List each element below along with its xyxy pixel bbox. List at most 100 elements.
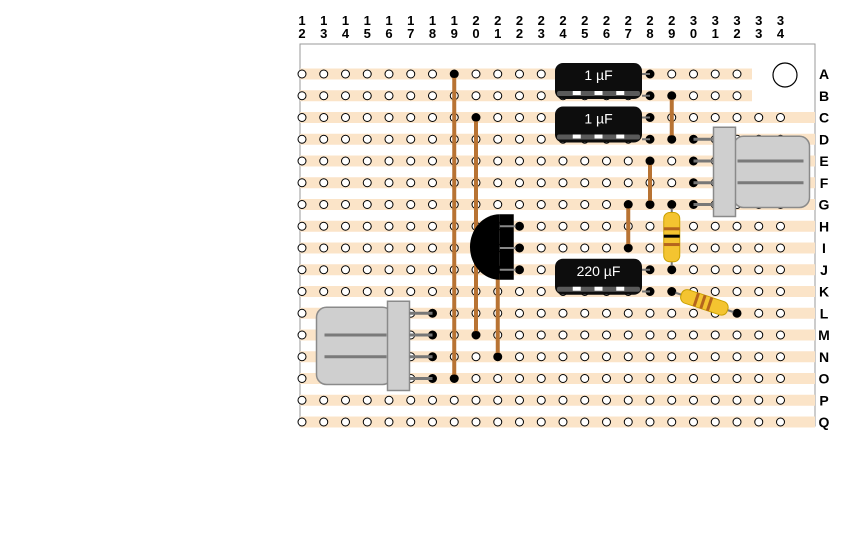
row-label: D: [819, 131, 829, 147]
grid-labels: 1213141516171819202122232425262728293031…: [298, 13, 829, 430]
hole: [362, 134, 372, 144]
hole: [667, 395, 677, 405]
hole: [493, 134, 503, 144]
column-label-top: 1: [385, 13, 392, 28]
solder-joint: [472, 331, 480, 339]
hole: [754, 374, 764, 383]
hole: [297, 352, 307, 362]
hole: [710, 221, 720, 231]
hole: [362, 156, 372, 166]
hole: [602, 156, 611, 166]
hole: [536, 352, 546, 362]
hole: [297, 308, 307, 318]
hole: [580, 156, 590, 166]
hole: [645, 352, 655, 362]
hole: [602, 330, 611, 340]
column-label-bottom: 0: [690, 26, 697, 41]
row-label: F: [820, 175, 829, 191]
connector-housing: [732, 135, 811, 209]
hole: [667, 352, 677, 362]
capacitor-mark: [572, 134, 581, 139]
hole: [428, 417, 437, 427]
hole: [471, 352, 481, 362]
hole: [580, 308, 590, 318]
hole: [602, 374, 611, 383]
hole: [406, 156, 416, 166]
solder-joint: [646, 200, 654, 209]
column-label-top: 2: [538, 13, 545, 28]
hole: [689, 91, 698, 101]
hole: [689, 113, 698, 122]
hole: [580, 417, 590, 427]
hole: [362, 265, 372, 275]
hole: [710, 287, 720, 296]
hole: [776, 113, 785, 122]
hole: [580, 374, 590, 383]
column-label-bottom: 3: [755, 26, 762, 41]
hole: [384, 287, 394, 296]
solder-joint: [515, 244, 524, 252]
transistor: [469, 214, 524, 280]
hole: [384, 69, 394, 79]
hole: [710, 69, 720, 79]
solder-joint: [733, 309, 741, 318]
hole: [732, 265, 742, 275]
column-label-top: 1: [407, 13, 414, 28]
row-label: E: [819, 153, 828, 169]
hole: [580, 221, 590, 231]
column-label-bottom: 9: [668, 26, 675, 41]
hole: [297, 243, 307, 253]
hole: [297, 265, 307, 275]
solder-joint: [515, 222, 524, 231]
column-label-bottom: 4: [777, 26, 785, 41]
hole: [602, 417, 611, 427]
hole: [776, 243, 785, 253]
hole: [710, 395, 720, 405]
hole: [319, 91, 329, 101]
hole: [754, 221, 764, 231]
hole: [536, 200, 546, 209]
hole: [341, 134, 350, 144]
hole: [515, 113, 524, 122]
column-label-bottom: 0: [472, 26, 479, 41]
column-label-top: 2: [581, 13, 588, 28]
hole: [776, 287, 785, 296]
hole: [341, 69, 350, 79]
row-label: K: [819, 284, 829, 300]
hole: [558, 374, 568, 383]
hole: [515, 200, 524, 209]
hole: [341, 200, 350, 209]
hole: [710, 265, 720, 275]
hole: [493, 417, 503, 427]
column-label-bottom: 3: [320, 26, 327, 41]
hole: [623, 417, 633, 427]
hole: [341, 178, 350, 188]
hole: [754, 352, 764, 362]
hole: [710, 91, 720, 101]
hole: [493, 69, 503, 79]
strip-row-H: [300, 220, 815, 232]
hole: [689, 417, 698, 427]
capacitor-mark: [594, 286, 603, 291]
column-label-bottom: 4: [559, 26, 567, 41]
hole: [623, 395, 633, 405]
capacitor-mark: [594, 91, 603, 95]
capacitor-mark: [572, 91, 581, 95]
solder-joint: [667, 287, 676, 296]
column-label-bottom: 1: [494, 26, 501, 41]
solder-joint: [624, 244, 633, 252]
row-label: O: [819, 371, 830, 387]
hole: [297, 221, 307, 231]
hole: [428, 265, 437, 275]
hole: [558, 352, 568, 362]
hole: [384, 417, 394, 427]
hole: [384, 243, 394, 253]
hole: [319, 221, 329, 231]
column-label-bottom: 9: [451, 26, 458, 41]
hole: [449, 395, 459, 405]
hole: [732, 287, 742, 296]
hole: [667, 308, 677, 318]
hole: [667, 69, 677, 79]
hole: [471, 395, 481, 405]
hole: [732, 243, 742, 253]
